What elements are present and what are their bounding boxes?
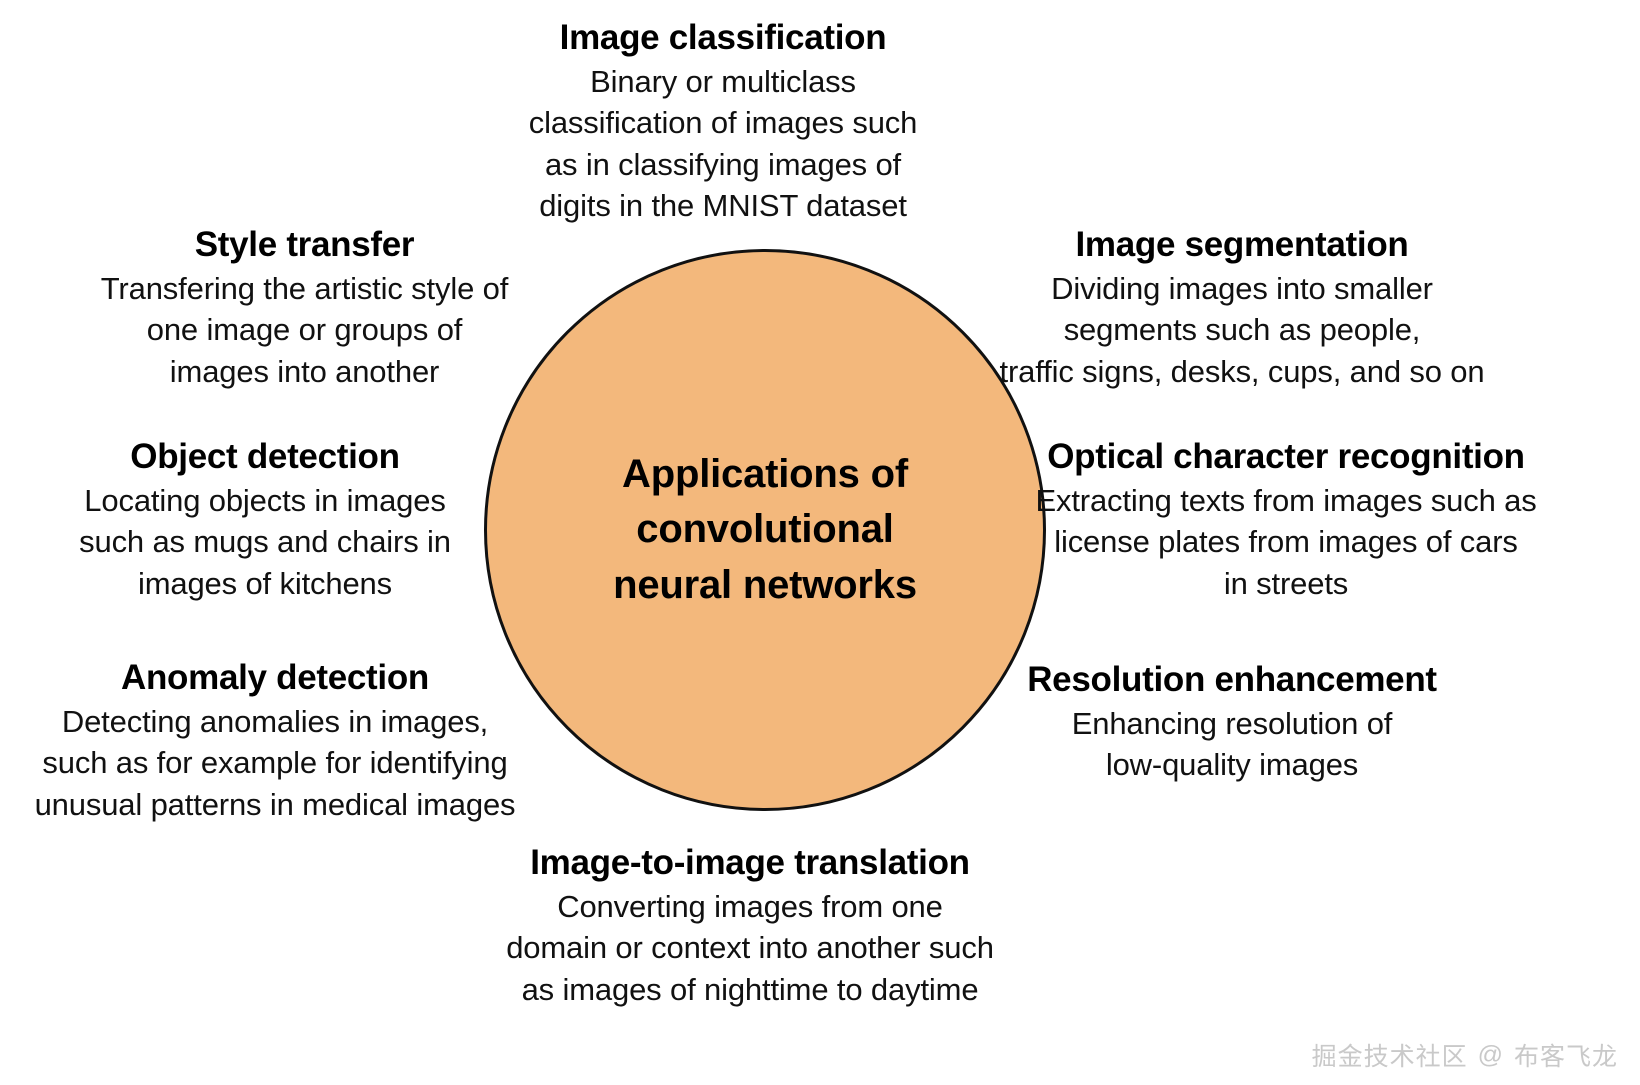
- desc-line: traffic signs, desks, cups, and so on: [999, 353, 1485, 389]
- watermark: 掘金技术社区 @ 布客飞龙: [1312, 1037, 1618, 1073]
- node-desc-resolution-enhancement: Enhancing resolution of low-quality imag…: [982, 703, 1482, 785]
- node-image-to-image-translation: Image-to-image translation Converting im…: [452, 843, 1048, 1010]
- node-desc-image-classification: Binary or multiclass classification of i…: [468, 61, 978, 226]
- desc-line: as in classifying images of: [544, 146, 902, 182]
- desc-line: low-quality images: [1105, 747, 1359, 783]
- desc-line: unusual patterns in medical images: [34, 786, 516, 822]
- central-circle-label: Applications of convolutional neural net…: [565, 447, 965, 613]
- node-desc-optical-character-recognition: Extracting texts from images such as lic…: [1006, 480, 1566, 604]
- node-image-classification: Image classification Binary or multiclas…: [468, 18, 978, 226]
- desc-line: digits in the MNIST dataset: [539, 187, 907, 223]
- node-anomaly-detection: Anomaly detection Detecting anomalies in…: [0, 658, 550, 825]
- node-desc-image-to-image-translation: Converting images from one domain or con…: [452, 886, 1048, 1010]
- central-label-line-2: convolutional: [636, 507, 894, 552]
- desc-line: Transfering the artistic style of: [100, 271, 509, 307]
- node-resolution-enhancement: Resolution enhancement Enhancing resolut…: [982, 660, 1482, 786]
- desc-line: such as for example for identifying: [42, 745, 508, 781]
- desc-line: Dividing images into smaller: [1051, 271, 1433, 307]
- desc-line: Extracting texts from images such as: [1035, 483, 1537, 519]
- desc-line: one image or groups of: [146, 312, 463, 348]
- node-title-resolution-enhancement: Resolution enhancement: [1027, 660, 1437, 699]
- node-title-image-classification: Image classification: [559, 18, 887, 57]
- central-label-line-3: neural networks: [613, 562, 917, 607]
- desc-line: classification of images such: [528, 105, 918, 141]
- node-title-image-segmentation: Image segmentation: [1075, 225, 1409, 264]
- node-optical-character-recognition: Optical character recognition Extracting…: [1006, 437, 1566, 604]
- desc-line: Enhancing resolution of: [1071, 706, 1393, 742]
- desc-line: Locating objects in images: [84, 483, 446, 519]
- node-desc-image-segmentation: Dividing images into smaller segments su…: [982, 268, 1502, 392]
- node-title-image-to-image-translation: Image-to-image translation: [530, 843, 970, 882]
- watermark-community: 掘金技术社区: [1311, 1043, 1468, 1071]
- central-label-line-1: Applications of: [622, 452, 908, 497]
- desc-line: Binary or multiclass: [590, 64, 856, 100]
- desc-line: segments such as people,: [1063, 312, 1421, 348]
- node-title-style-transfer: Style transfer: [194, 225, 415, 264]
- desc-line: Converting images from one: [557, 889, 943, 925]
- desc-line: images of kitchens: [137, 565, 393, 601]
- desc-line: as images of nighttime to daytime: [521, 971, 979, 1007]
- desc-line: images into another: [169, 353, 440, 389]
- node-title-anomaly-detection: Anomaly detection: [120, 658, 429, 697]
- node-desc-anomaly-detection: Detecting anomalies in images, such as f…: [0, 701, 550, 825]
- watermark-author: 布客飞龙: [1513, 1043, 1618, 1071]
- node-image-segmentation: Image segmentation Dividing images into …: [982, 225, 1502, 392]
- node-desc-style-transfer: Transfering the artistic style of one im…: [62, 268, 547, 392]
- desc-line: domain or context into another such: [506, 930, 994, 966]
- node-object-detection: Object detection Locating objects in ima…: [30, 437, 500, 604]
- at-sign-icon: @: [1477, 1040, 1504, 1069]
- desc-line: in streets: [1223, 565, 1349, 601]
- desc-line: Detecting anomalies in images,: [61, 704, 489, 740]
- node-title-object-detection: Object detection: [130, 437, 400, 476]
- node-title-optical-character-recognition: Optical character recognition: [1047, 437, 1525, 476]
- central-circle: Applications of convolutional neural net…: [484, 249, 1046, 811]
- node-style-transfer: Style transfer Transfering the artistic …: [62, 225, 547, 392]
- node-desc-object-detection: Locating objects in images such as mugs …: [30, 480, 500, 604]
- desc-line: license plates from images of cars: [1054, 524, 1518, 560]
- desc-line: such as mugs and chairs in: [79, 524, 451, 560]
